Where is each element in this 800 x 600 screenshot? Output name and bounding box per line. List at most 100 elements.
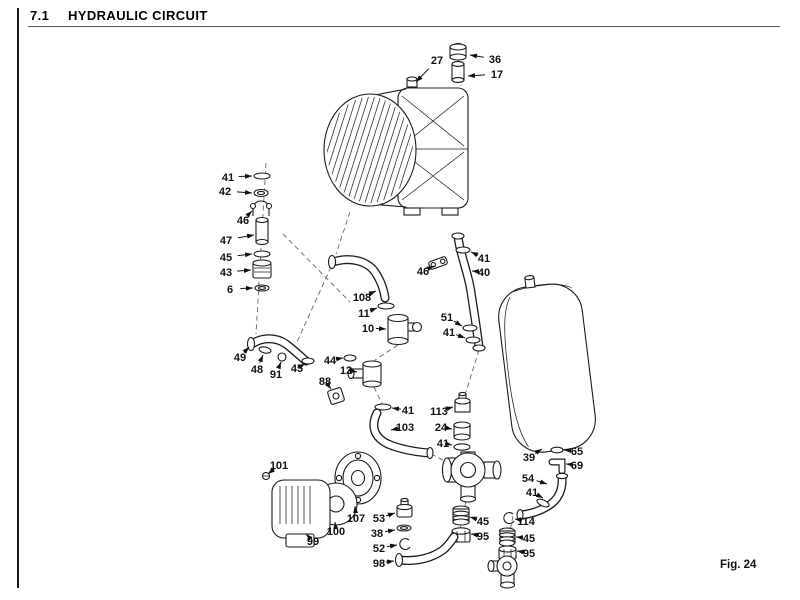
callout-arrow-41: [456, 333, 466, 339]
part-callout-41: 41: [402, 405, 414, 417]
part-callout-114: 114: [517, 516, 536, 528]
part-callout-108: 108: [353, 292, 371, 304]
part-callout-43: 43: [220, 267, 232, 279]
callout-arrow-107: [353, 505, 359, 514]
callout-arrow-98: [385, 559, 395, 565]
callout-arrow-100: [333, 521, 339, 530]
part-callout-12: 12: [340, 365, 352, 377]
part-callout-39: 39: [523, 452, 535, 464]
callout-arrow-49: [242, 346, 250, 354]
diverter-valve-assembly: [441, 391, 518, 589]
part-callout-10: 10: [362, 323, 374, 335]
callout-arrow-45: [297, 363, 306, 370]
callout-arrow-17: [467, 73, 486, 79]
callout-arrow-113: [445, 406, 454, 412]
callout-arrow-91: [276, 361, 282, 370]
callout-arrow-39: [534, 448, 543, 455]
part-callout-11: 11: [358, 308, 370, 320]
callout-arrow-41: [238, 173, 253, 179]
washer: [301, 357, 315, 365]
callout-arrow-6: [240, 285, 254, 291]
part-callout-51: 51: [441, 312, 453, 324]
part-callout-46: 46: [417, 266, 429, 278]
part-callout-98: 98: [373, 558, 385, 570]
part-callout-46: 46: [237, 215, 249, 227]
part-callout-45: 45: [523, 533, 535, 545]
figure-caption: Fig. 24: [720, 559, 757, 571]
drain-fittings: [394, 497, 459, 568]
callout-arrow-45: [237, 252, 253, 258]
washer: [550, 446, 564, 454]
callout-arrow-95: [516, 549, 525, 555]
callout-arrow-47: [237, 233, 255, 239]
part-callout-99: 99: [307, 536, 319, 548]
part-callout-41: 41: [478, 253, 490, 265]
callout-arrow-103: [390, 426, 399, 431]
return-pipe-parts: [246, 334, 315, 366]
washer: [462, 324, 478, 332]
callout-arrow-45: [469, 516, 478, 522]
callout-arrow-12: [349, 368, 358, 374]
part-callout-48: 48: [251, 364, 263, 376]
part-callout-100: 100: [327, 526, 345, 538]
callout-arrow-52: [387, 543, 398, 549]
part-callout-69: 69: [571, 460, 583, 472]
clip-washer: [343, 354, 357, 362]
part-callout-103: 103: [396, 422, 414, 434]
callout-arrow-11: [369, 307, 378, 313]
part-callout-47: 47: [220, 235, 232, 247]
part-callout-42: 42: [219, 186, 231, 198]
section-title: HYDRAULIC CIRCUIT: [68, 8, 208, 23]
callout-arrow-53: [386, 512, 396, 518]
callout-arrow-54: [536, 479, 548, 485]
callout-arrow-69: [565, 462, 574, 468]
callout-arrow-36: [469, 53, 484, 59]
pump-motor: [271, 479, 331, 539]
part-callout-41: 41: [437, 438, 449, 450]
washer: [377, 302, 395, 310]
clip-bracket: [252, 200, 270, 216]
callout-arrow-38: [385, 528, 396, 534]
part-callout-52: 52: [373, 543, 385, 555]
callout-arrow-45: [515, 535, 524, 541]
vessel-connection-parts: [516, 446, 569, 522]
callout-arrow-65: [563, 448, 572, 454]
callout-arrow-51: [453, 320, 463, 327]
callout-arrow-108: [368, 290, 377, 297]
part-callout-24: 24: [435, 422, 448, 434]
callout-arrow-48: [257, 354, 264, 363]
part-callout-49: 49: [234, 352, 246, 364]
callout-arrow-44: [335, 356, 344, 362]
callout-arrow-41: [444, 441, 453, 446]
part-callout-40: 40: [478, 267, 490, 279]
washer: [453, 443, 471, 451]
part-callout-27: 27: [431, 55, 443, 67]
expansion-vessel: [498, 274, 596, 453]
valve-stack: [327, 254, 434, 460]
part-callout-45: 45: [477, 516, 489, 528]
part-callout-91: 91: [270, 369, 282, 381]
part-callout-38: 38: [371, 528, 383, 540]
part-callout-95: 95: [477, 531, 489, 543]
part-callout-53: 53: [373, 513, 385, 525]
callout-arrow-88: [324, 381, 332, 390]
part-callout-44: 44: [324, 355, 337, 367]
clip: [399, 538, 411, 551]
part-callout-95: 95: [523, 548, 535, 560]
header-rule: [28, 26, 780, 27]
callout-arrow-41: [391, 406, 401, 412]
callout-arrow-99: [305, 533, 313, 541]
exchanger-foot: [441, 207, 459, 216]
washer: [536, 498, 550, 508]
part-callout-45: 45: [291, 363, 303, 375]
part-callout-36: 36: [489, 54, 501, 66]
washer: [258, 346, 272, 354]
pipe-stub: [255, 219, 269, 243]
mounting-plate: [327, 387, 345, 405]
circlip: [503, 512, 515, 525]
part-callout-41: 41: [222, 172, 234, 184]
